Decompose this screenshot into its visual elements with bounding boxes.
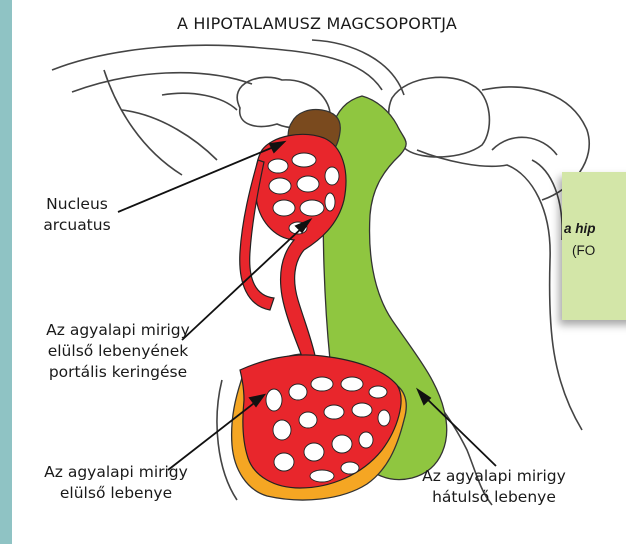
- label-portal-line3: portális keringése: [18, 362, 218, 383]
- diagram-panel: A HIPOTALAMUSZ MAGCSOPORTJA: [12, 0, 626, 544]
- label-portal-circulation: Az agyalapi mirigy elülső lebenyének por…: [18, 320, 218, 383]
- label-nucleus-line1: Nucleus: [30, 194, 124, 215]
- note-line2: a hip: [564, 218, 626, 240]
- label-anterior-line1: Az agyalapi mirigy: [16, 462, 216, 483]
- label-portal-line1: Az agyalapi mirigy: [18, 320, 218, 341]
- label-nucleus-arcuatus: Nucleus arcuatus: [30, 194, 124, 236]
- note-card: a hip (FO: [562, 172, 626, 320]
- note-line3: (FO: [564, 240, 626, 262]
- label-anterior-lobe: Az agyalapi mirigy elülső lebenye: [16, 462, 216, 504]
- label-portal-line2: elülső lebenyének: [18, 341, 218, 362]
- frame-left: [0, 0, 12, 544]
- label-posterior-line2: hátulső lebenye: [394, 487, 594, 508]
- label-nucleus-line2: arcuatus: [30, 215, 124, 236]
- label-anterior-line2: elülső lebenye: [16, 483, 216, 504]
- label-posterior-lobe: Az agyalapi mirigy hátulső lebenye: [394, 466, 594, 508]
- label-posterior-line1: Az agyalapi mirigy: [394, 466, 594, 487]
- note-text: a hip (FO: [564, 218, 626, 262]
